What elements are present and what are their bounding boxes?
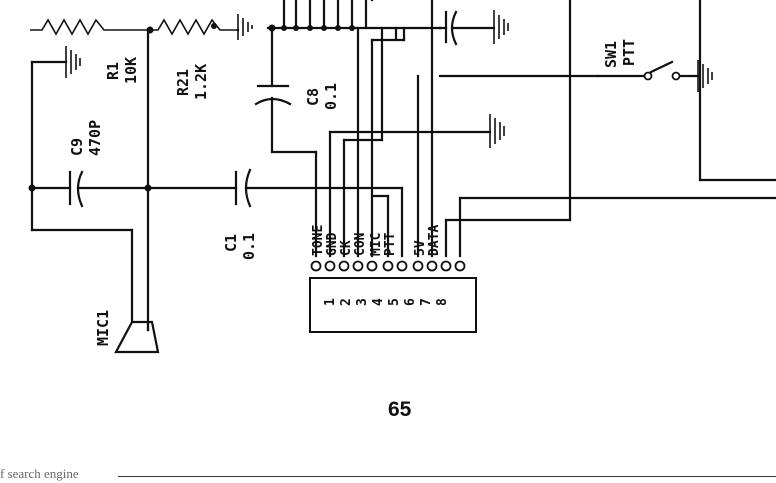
r21-value: 1.2K	[192, 64, 210, 100]
mic1-ref: MIC1	[94, 310, 112, 346]
pin-number-2: 2	[339, 298, 354, 306]
signal-label-ptt: PTT	[383, 232, 398, 256]
signal-label-gnd: GND	[325, 232, 340, 256]
c8-value: 0.1	[322, 83, 340, 110]
pin-number-7: 7	[419, 298, 434, 306]
pin-number-8: 8	[435, 298, 450, 306]
capacitor-top-symbol	[438, 10, 496, 46]
c9-ref: C9	[68, 138, 86, 156]
r1-value: 10K	[122, 57, 140, 84]
right-wires	[438, 0, 776, 222]
connector-body	[309, 260, 477, 333]
signal-label-mic: MIC	[369, 233, 384, 256]
signal-label-ck: CK	[339, 240, 354, 256]
sw1-ref: SW1	[602, 41, 620, 68]
resistor-r1-symbol	[30, 18, 150, 36]
footer-text: f search engine	[0, 466, 79, 481]
r21-ref: R21	[174, 69, 192, 96]
c9-value: 470P	[86, 120, 104, 156]
switch-sw1-symbol	[438, 60, 700, 81]
pin-number-5: 5	[387, 298, 402, 306]
c1-value: 0.1	[240, 233, 258, 260]
pin-number-1: 1	[323, 298, 338, 306]
pin-number-3: 3	[355, 298, 370, 306]
c1-ref: C1	[222, 234, 240, 252]
page-number: 65	[388, 398, 412, 421]
microphone-mic1-symbol	[30, 228, 160, 354]
r1-ref: R1	[104, 62, 122, 80]
ground-symbol	[30, 46, 81, 232]
ground-symbol	[489, 114, 505, 148]
ground-symbol	[236, 14, 253, 40]
signal-label-5v: 5V	[413, 240, 428, 256]
capacitor-c9-symbol	[28, 170, 150, 208]
capacitor-c1-symbol	[146, 168, 404, 258]
sw1-value: PTT	[620, 39, 638, 66]
pin-number-6: 6	[403, 298, 418, 306]
connector-wires	[328, 0, 776, 258]
resistor-r21-symbol	[150, 18, 238, 36]
footer-divider	[118, 476, 776, 477]
ground-symbol	[697, 60, 713, 92]
capacitor-c8-symbol	[254, 26, 318, 258]
c8-ref: C8	[304, 88, 322, 106]
bus-wires	[266, 0, 442, 32]
pin-number-4: 4	[371, 298, 386, 306]
junction-dot	[211, 23, 217, 29]
signal-label-tone: TONE	[311, 225, 326, 256]
signal-label-con: CON	[353, 232, 368, 256]
signal-label-data: DATA	[427, 225, 442, 256]
ground-symbol	[493, 10, 509, 44]
